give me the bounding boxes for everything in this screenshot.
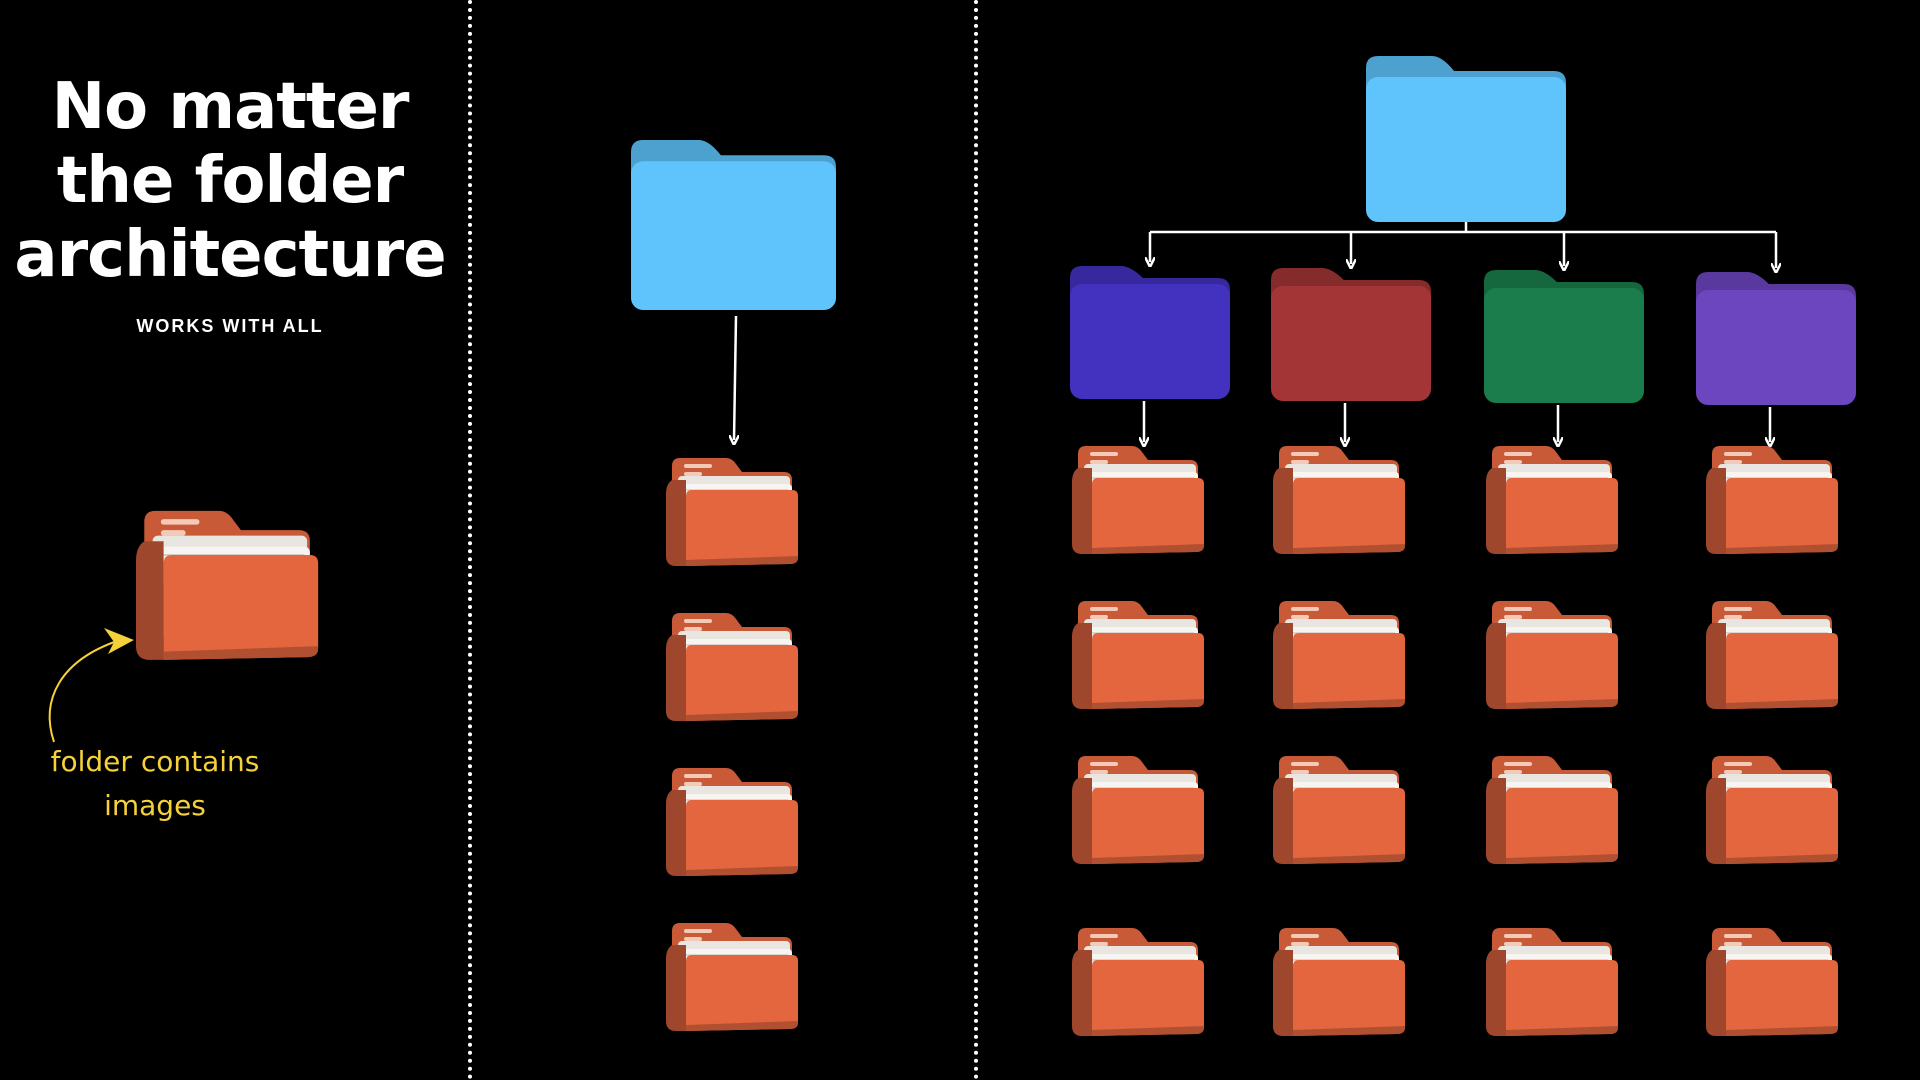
annotation-arrowhead bbox=[104, 628, 134, 654]
nested-image-folder-icon-4-3 bbox=[1706, 756, 1838, 864]
nested-image-folder-icon-1-2 bbox=[1072, 601, 1204, 709]
nested-root-folder-icon bbox=[1366, 56, 1566, 222]
flat-root-arrow bbox=[734, 315, 736, 440]
nested-image-folder-icon-2-1 bbox=[1273, 446, 1405, 554]
headline-line-3: architecture bbox=[14, 218, 446, 292]
headline-line-2: the folder bbox=[56, 144, 404, 218]
annotation: folder contains images bbox=[30, 740, 280, 828]
nested-image-folder-icon-1-3 bbox=[1072, 756, 1204, 864]
nested-subfolder-icon-4 bbox=[1696, 272, 1856, 405]
flat-root-folder-icon bbox=[631, 140, 836, 310]
nested-image-folder-icon-4-4 bbox=[1706, 928, 1838, 1036]
nested-image-folder-icon-3-1 bbox=[1486, 446, 1618, 554]
divider-left bbox=[468, 0, 472, 1080]
flat-image-folder-icon-4 bbox=[666, 923, 798, 1031]
nested-subfolder-icon-1 bbox=[1070, 266, 1230, 399]
flat-image-folder-icon-3 bbox=[666, 768, 798, 876]
nested-image-folder-icon-2-4 bbox=[1273, 928, 1405, 1036]
subtitle: WORKS WITH ALL bbox=[136, 316, 324, 336]
annotation-line-1: folder contains bbox=[50, 745, 260, 778]
nested-image-folder-icon-4-1 bbox=[1706, 446, 1838, 554]
nested-image-folder-icon-3-3 bbox=[1486, 756, 1618, 864]
headline-line-1: No matter bbox=[51, 70, 410, 144]
nested-image-folder-icon-4-2 bbox=[1706, 601, 1838, 709]
flat-image-folder-icon-1 bbox=[666, 458, 798, 566]
annotation-arrow bbox=[48, 639, 121, 743]
divider-right bbox=[974, 0, 978, 1080]
nested-image-folder-icon-3-2 bbox=[1486, 601, 1618, 709]
nested-image-folder-icon-3-4 bbox=[1486, 928, 1618, 1036]
nested-subfolder-icon-3 bbox=[1484, 270, 1644, 403]
flat-image-folder-icon-2 bbox=[666, 613, 798, 721]
nested-image-folder-icon-2-2 bbox=[1273, 601, 1405, 709]
nested-image-folder-icon-1-1 bbox=[1072, 446, 1204, 554]
nested-image-folder-icon-2-3 bbox=[1273, 756, 1405, 864]
nested-subfolder-icon-2 bbox=[1271, 268, 1431, 401]
headline: No matter the folder architecture bbox=[0, 70, 460, 292]
annotation-line-2: images bbox=[104, 789, 206, 822]
nested-image-folder-icon-1-4 bbox=[1072, 928, 1204, 1036]
example-image-folder-icon bbox=[136, 510, 319, 660]
